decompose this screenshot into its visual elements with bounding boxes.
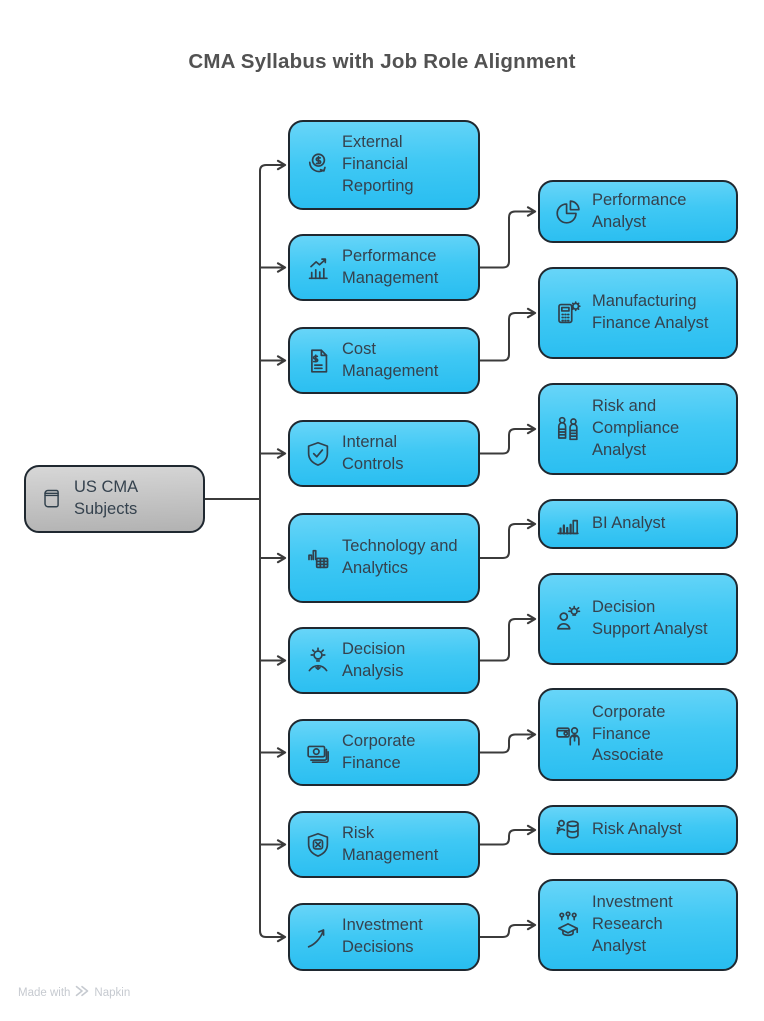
role-node-bi: BI Analyst — [538, 499, 738, 549]
watermark: Made with Napkin — [18, 985, 130, 1000]
person-database-icon — [553, 815, 583, 845]
node-label: External Financial Reporting — [342, 133, 414, 195]
rising-bar-chart-icon — [303, 253, 333, 283]
node-label: US CMA Subjects — [74, 478, 138, 518]
subject-node-ic: Internal Controls — [288, 420, 480, 487]
role-node-cfa: Corporate Finance Associate — [538, 688, 738, 781]
node-label: Risk and Compliance Analyst — [592, 397, 680, 459]
invoice-dollar-icon — [303, 346, 333, 376]
subject-node-ta: Technology and Analytics — [288, 513, 480, 603]
node-label: Corporate Finance — [342, 731, 416, 772]
node-label: Decision Support Analyst — [592, 598, 708, 638]
watermark-prefix: Made with — [18, 986, 71, 999]
node-label: Cost Management — [342, 339, 439, 380]
subject-node-cm: Cost Management — [288, 327, 480, 394]
node-label: Decision Analysis — [342, 639, 406, 680]
analytics-table-icon — [303, 543, 333, 573]
person-idea-icon — [553, 604, 583, 634]
role-node-dsa: Decision Support Analyst — [538, 573, 738, 665]
node-label: Risk Analyst — [592, 820, 682, 839]
bar-chart-icon — [553, 509, 583, 539]
edge-ta-bi — [480, 518, 537, 559]
node-label: Manufacturing Finance Analyst — [592, 292, 709, 332]
subject-node-cf: Corporate Finance — [288, 719, 480, 786]
calculator-gear-icon — [553, 298, 583, 328]
edge-da-dsa — [480, 613, 537, 662]
role-node-ira: Investment Research Analyst — [538, 879, 738, 971]
subject-node-pm: Performance Management — [288, 234, 480, 301]
role-node-rca: Risk and Compliance Analyst — [538, 383, 738, 475]
auditor-people-icon — [553, 414, 583, 444]
node-label: Internal Controls — [342, 432, 404, 473]
subject-node-efr: External Financial Reporting — [288, 120, 480, 210]
subject-node-rm: Risk Management — [288, 811, 480, 878]
node-label: Performance Analyst — [592, 190, 687, 231]
watermark-brand: Napkin — [94, 986, 131, 999]
edge-id-ira — [480, 919, 537, 938]
shield-check-icon — [303, 439, 333, 469]
shield-x-icon — [303, 830, 333, 860]
growth-arrow-icon — [303, 922, 333, 952]
graduation-research-icon — [553, 910, 583, 940]
node-label: Investment Research Analyst — [592, 893, 673, 955]
node-label: BI Analyst — [592, 514, 666, 533]
role-node-mfa: Manufacturing Finance Analyst — [538, 267, 738, 359]
napkin-logo-icon — [75, 985, 89, 1000]
book-icon — [39, 486, 65, 512]
currency-exchange-icon — [303, 150, 333, 180]
role-node-pa: Performance Analyst — [538, 180, 738, 243]
root-node: US CMA Subjects — [24, 465, 205, 533]
role-node-ra: Risk Analyst — [538, 805, 738, 855]
edge-trunk — [259, 164, 267, 938]
idea-lightbulb-icon — [303, 646, 333, 676]
node-label: Corporate Finance Associate — [592, 702, 666, 765]
edge-ic-rca — [480, 423, 537, 455]
edge-cf-cfa — [480, 729, 537, 754]
subject-node-id: Investment Decisions — [288, 903, 480, 971]
node-label: Technology and Analytics — [342, 537, 458, 577]
banknotes-icon — [303, 738, 333, 768]
node-label: Performance Management — [342, 246, 439, 287]
subject-node-da: Decision Analysis — [288, 627, 480, 694]
page-title: CMA Syllabus with Job Role Alignment — [188, 50, 576, 73]
edge-cm-mfa — [480, 307, 537, 362]
node-label: Risk Management — [342, 823, 439, 864]
node-label: Investment Decisions — [342, 916, 423, 956]
edge-rm-ra — [480, 824, 537, 846]
edge-pm-pa — [480, 206, 537, 269]
pie-chart-icon — [553, 197, 583, 227]
wallet-person-icon — [553, 720, 583, 750]
